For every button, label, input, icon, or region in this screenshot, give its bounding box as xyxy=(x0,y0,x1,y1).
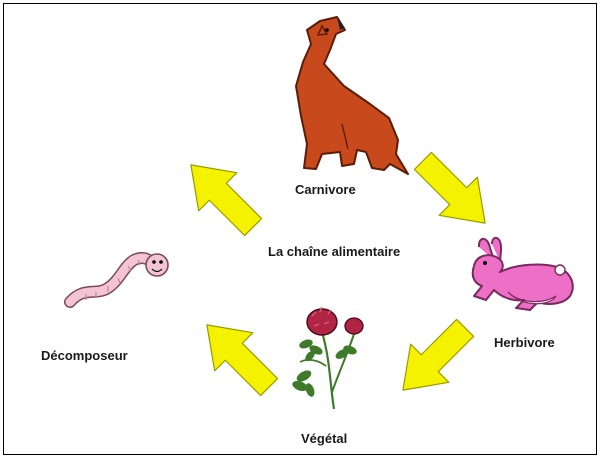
wolf-icon xyxy=(296,17,408,174)
rabbit-icon xyxy=(473,238,573,310)
arrow-carnivore-to-herbivore xyxy=(404,142,504,242)
clover-flower-icon xyxy=(291,307,363,409)
diagram-title: La chaîne alimentaire xyxy=(268,244,400,259)
food-chain-diagram: Carnivore La chaîne alimentaire Herbivor… xyxy=(3,3,597,455)
arrow-vegetal-to-decomposer xyxy=(188,306,288,406)
arrow-herbivore-to-vegetal xyxy=(384,309,484,409)
worm-icon xyxy=(70,254,168,302)
vegetal-label: Végétal xyxy=(301,431,347,446)
herbivore-label: Herbivore xyxy=(494,335,555,350)
arrow-decomposer-to-carnivore xyxy=(172,146,272,246)
diagram-artwork xyxy=(4,4,596,454)
decomposer-label: Décomposeur xyxy=(41,348,128,363)
carnivore-label: Carnivore xyxy=(295,182,356,197)
